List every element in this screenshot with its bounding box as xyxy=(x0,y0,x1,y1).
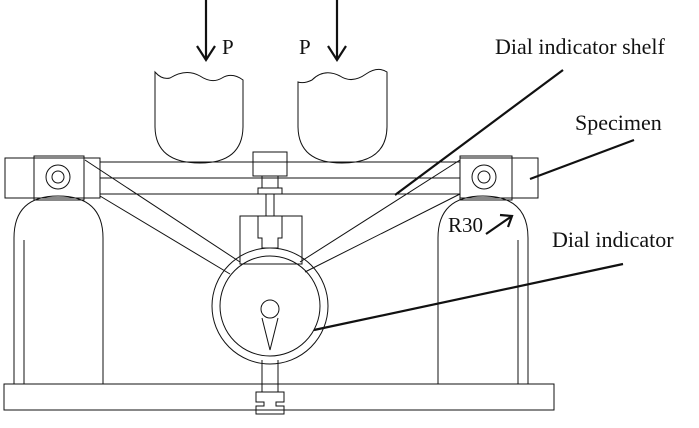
left-loading-head xyxy=(154,70,244,164)
dial-leader-line xyxy=(313,262,624,332)
load-label-right: P xyxy=(299,35,311,59)
right-load-arrow xyxy=(327,0,347,63)
radius-label: R30 xyxy=(448,213,483,237)
radius-arrow xyxy=(485,213,514,235)
right-clamp xyxy=(459,155,539,201)
left-support xyxy=(13,195,104,384)
shelf-leader-line xyxy=(394,69,564,196)
specimen-leader-line xyxy=(529,138,635,181)
dial-indicator-label: Dial indicator xyxy=(552,227,674,252)
base-plate xyxy=(3,383,555,411)
right-support xyxy=(437,195,529,384)
load-label-left: P xyxy=(222,35,234,59)
specimen-label: Specimen xyxy=(575,110,662,135)
dial-indicator-shelf-label: Dial indicator shelf xyxy=(495,34,666,59)
dial-stem-housing xyxy=(239,151,303,265)
right-loading-head xyxy=(297,68,388,164)
lower-adjustment-screw xyxy=(255,360,285,415)
left-load-arrow xyxy=(196,0,216,63)
leader-lines xyxy=(313,69,635,332)
dial-indicator-gauge xyxy=(211,247,329,365)
dial-indicator-shelf xyxy=(84,159,461,275)
left-clamp xyxy=(4,155,101,201)
